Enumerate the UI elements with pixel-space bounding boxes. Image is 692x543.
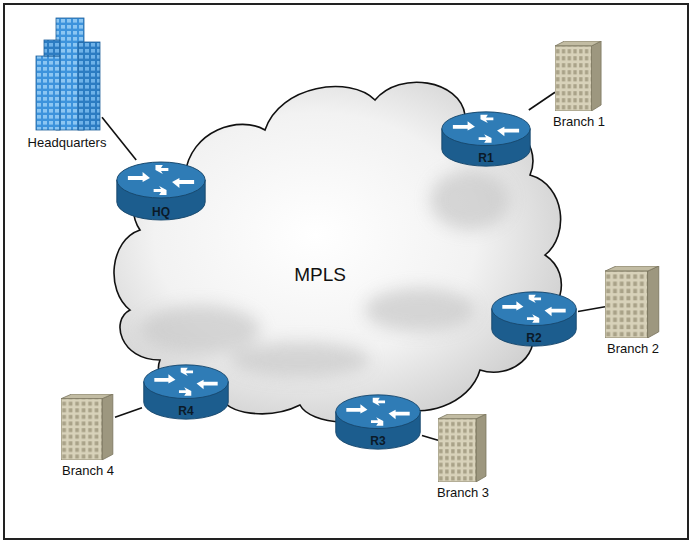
router-node: R3 (334, 393, 422, 451)
router-node: HQ (115, 160, 207, 222)
router-node: R2 (490, 290, 578, 348)
access-link (422, 435, 438, 440)
site-label: Branch 1 (553, 114, 605, 129)
site-label: Headquarters (28, 135, 107, 150)
router-label: R3 (334, 434, 422, 448)
access-link (102, 117, 136, 160)
cloud-label: MPLS (294, 264, 346, 286)
router-label: R1 (440, 151, 532, 165)
access-link (578, 307, 605, 312)
branch-building (61, 394, 113, 460)
site-building: Branch 4 (61, 394, 115, 460)
site-building: Headquarters (32, 15, 102, 132)
branch-building (605, 266, 659, 338)
site-label: Branch 2 (607, 341, 659, 356)
access-link (529, 92, 555, 110)
router-node: R1 (440, 110, 532, 168)
site-label: Branch 3 (437, 485, 489, 500)
site-building: Branch 1 (555, 41, 603, 111)
access-link (115, 408, 142, 418)
site-building: Branch 2 (605, 266, 661, 338)
branch-building (438, 414, 486, 482)
hq-building (36, 18, 100, 130)
branch-building (555, 41, 601, 111)
router-label: R2 (490, 331, 578, 345)
router-node: R4 (142, 363, 230, 421)
site-label: Branch 4 (62, 463, 114, 478)
router-label: HQ (115, 205, 207, 219)
router-label: R4 (142, 404, 230, 418)
site-building: Branch 3 (438, 414, 488, 482)
